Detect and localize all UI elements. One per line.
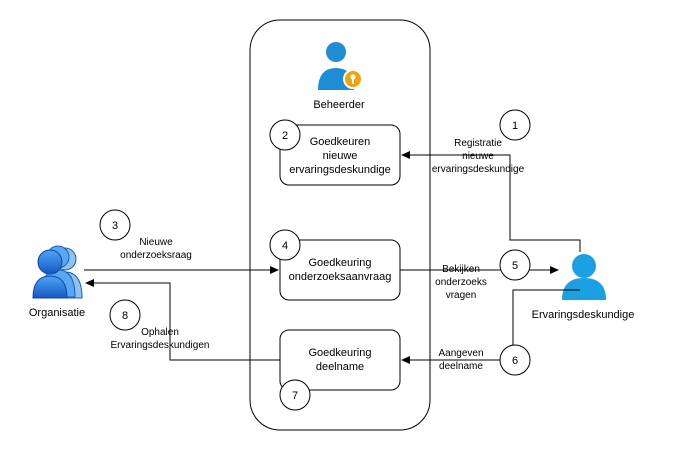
approve-request-line1: Goedkeuring <box>309 257 372 269</box>
edge-participation-line2: deelname <box>439 361 483 372</box>
edge-registration <box>401 151 581 252</box>
edge-new-question-line2: onderzoeksraag <box>120 250 192 261</box>
edge-participation-line1: Aangeven <box>438 348 483 359</box>
edge-fetch-experts-line1: Ophalen <box>141 327 179 338</box>
expert-label: Ervaringsdeskundige <box>532 309 635 321</box>
edge-registration-line2: nieuwe <box>462 151 494 162</box>
svg-text:2: 2 <box>282 130 288 142</box>
approve-experts-box <box>279 124 401 186</box>
svg-text:5: 5 <box>512 260 518 272</box>
admin-icon <box>318 42 363 90</box>
svg-text:3: 3 <box>112 220 118 232</box>
organisation-icon <box>32 245 83 299</box>
approve-experts-line1: Goedkeuren <box>310 136 371 148</box>
admin-label: Beheerder <box>313 99 365 111</box>
edge-registration-line1: Registratie <box>454 138 502 149</box>
approve-participation-line1: Goedkeuring <box>309 347 372 359</box>
svg-text:1: 1 <box>512 120 518 132</box>
step-5-marker: 5 <box>499 249 531 281</box>
approve-experts-line3: ervaringsdeskundige <box>289 164 391 176</box>
step-8-marker: 8 <box>109 299 141 331</box>
svg-text:7: 7 <box>292 390 298 402</box>
approve-participation-line2: deelname <box>316 361 364 373</box>
svg-text:8: 8 <box>122 310 128 322</box>
step-7-marker: 7 <box>279 379 311 411</box>
edge-view-questions-line2: onderzoeks <box>435 277 487 288</box>
step-1-marker: 1 <box>499 109 531 141</box>
step-3-marker: 3 <box>99 209 131 241</box>
edge-fetch-experts <box>85 279 280 361</box>
expert-icon <box>562 254 606 300</box>
edge-new-question-line1: Nieuwe <box>139 237 173 248</box>
svg-text:4: 4 <box>282 240 288 252</box>
edge-view-questions-line1: Bekijken <box>442 264 480 275</box>
step-2-marker: 2 <box>269 119 301 151</box>
svg-text:6: 6 <box>512 355 518 367</box>
approve-experts-line2: nieuwe <box>323 150 358 162</box>
edge-registration-line3: ervaringsdeskundige <box>432 164 525 175</box>
step-6-marker: 6 <box>499 344 531 376</box>
organisation-label: Organisatie <box>29 307 85 319</box>
approve-request-line2: onderzoeksaanvraag <box>289 271 392 283</box>
platform-container <box>249 19 431 431</box>
edge-view-questions-line3: vragen <box>446 290 477 301</box>
edge-participation <box>401 289 580 364</box>
edge-fetch-experts-line2: Ervaringsdeskundigen <box>111 340 210 351</box>
step-4-marker: 4 <box>269 229 301 261</box>
